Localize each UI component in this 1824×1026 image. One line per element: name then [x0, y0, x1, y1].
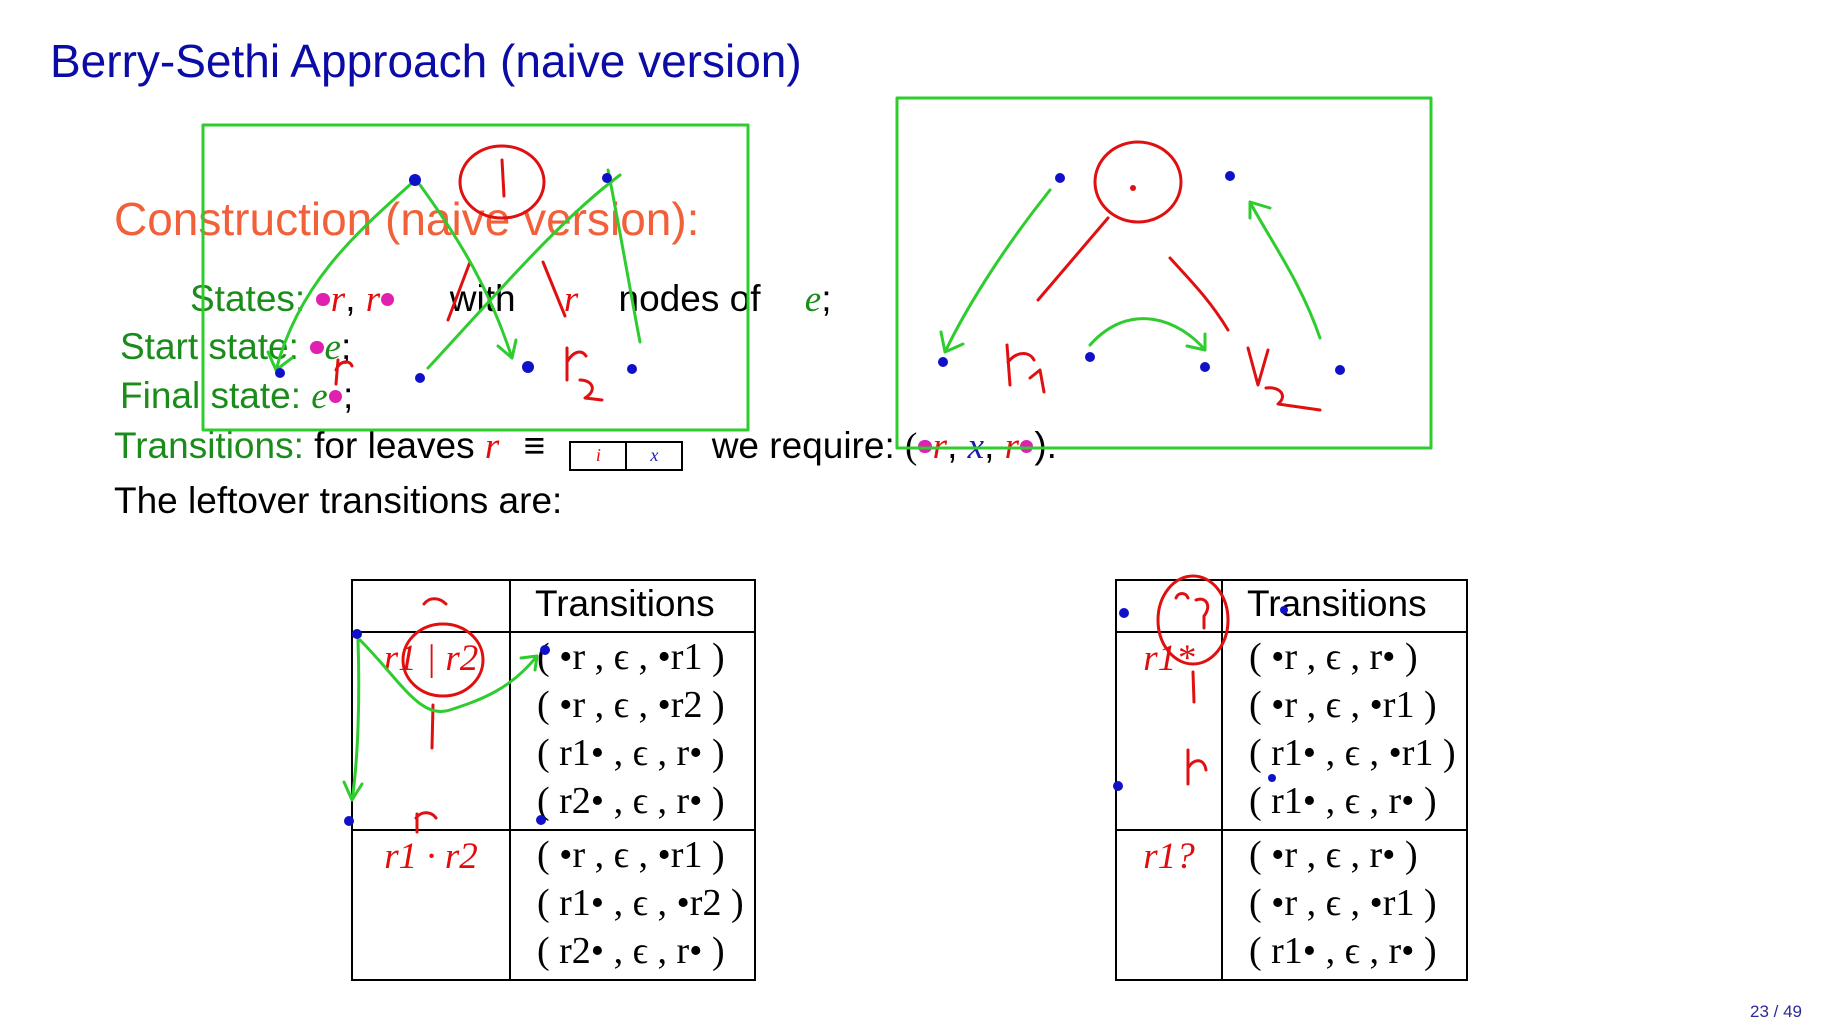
transition-row: ( r2• , ϵ , r• ): [537, 930, 725, 972]
tuple-x: x: [967, 426, 985, 467]
leaf-symbol: x: [625, 442, 681, 469]
dot-marker: [1020, 439, 1034, 453]
transition-row: ( •r , ϵ , •r1 ): [537, 636, 725, 678]
transitions-label: Transitions:: [114, 425, 304, 466]
table-left-corner: [351, 579, 511, 633]
tuple-r-end: r: [1004, 426, 1020, 467]
dot-marker: [328, 389, 343, 403]
table-left-cell-union: ( •r , ϵ , •r1 ) ( •r , ϵ , •r2 ) ( r1• …: [509, 631, 756, 831]
state-before-r: r: [330, 279, 346, 320]
table-right-cell-star: ( •r , ϵ , r• ) ( •r , ϵ , •r1 ) ( r1• ,…: [1221, 631, 1468, 831]
tuple-r-start: r: [932, 426, 948, 467]
table-right-expr-optional: r1?: [1115, 829, 1223, 981]
leftover-text: The leftover transitions are:: [114, 480, 563, 521]
start-state-e: e: [324, 327, 341, 368]
final-state-label: Final state:: [120, 375, 301, 416]
table-left-expr-concat: r1 · r2: [351, 829, 511, 981]
states-nodes-of: nodes of: [618, 278, 761, 319]
final-semicolon: ;: [343, 375, 354, 416]
final-state-e: e: [311, 376, 328, 417]
node-dot: [409, 174, 421, 186]
handwritten-r2: [565, 346, 604, 402]
handwritten-r2-right: [1246, 346, 1322, 412]
states-e: e: [804, 279, 822, 320]
table-right-expr-star: r1*: [1115, 631, 1223, 831]
dot-marker: [310, 340, 324, 354]
dot-marker: [381, 292, 395, 306]
node-dot: [602, 173, 612, 183]
node-dot: [522, 361, 534, 373]
states-with: with: [449, 278, 516, 319]
transition-row: ( •r , ϵ , r• ): [1249, 834, 1418, 876]
transition-row: ( •r , ϵ , r• ): [1249, 636, 1418, 678]
transition-row: ( r1• , ϵ , r• ): [1249, 780, 1437, 822]
transition-row: ( r1• , ϵ , •r1 ): [1249, 732, 1456, 774]
transition-row: ( r2• , ϵ , r• ): [537, 780, 725, 822]
transition-row: ( •r , ϵ , •r1 ): [1249, 882, 1437, 924]
state-after-r: r: [365, 279, 381, 320]
start-state-line: Start state: e;: [120, 326, 351, 369]
section-heading: Construction (naive version):: [114, 193, 700, 245]
transition-row: ( r1• , ϵ , r• ): [1249, 930, 1437, 972]
final-state-line: Final state: e;: [120, 375, 353, 418]
start-state-label: Start state:: [120, 326, 299, 367]
transition-row: ( •r , ϵ , •r1 ): [1249, 684, 1437, 726]
transitions-table-left: Transitions r1 | r2 ( •r , ϵ , •r1 ) ( •…: [351, 579, 756, 981]
states-semicolon: ;: [821, 278, 832, 319]
page-number: 23 / 49: [1750, 1002, 1802, 1021]
table-right-corner: [1115, 579, 1223, 633]
dot-marker: [918, 439, 932, 453]
states-label: States:: [190, 278, 306, 319]
states-r: r: [563, 279, 579, 320]
annotation-box-right: [895, 96, 1433, 450]
we-require-text: we require:: [711, 425, 895, 466]
states-line: States: r, r with r nodes of e;: [190, 278, 832, 320]
transition-row: ( r1• , ϵ , r• ): [537, 732, 725, 774]
table-left-header: Transitions: [509, 579, 756, 633]
transitions-table-right: Transitions r1* ( •r , ϵ , r• ) ( •r , ϵ…: [1115, 579, 1468, 981]
tuple-close: ).: [1034, 425, 1057, 466]
equiv-symbol: ≡: [523, 425, 546, 466]
leaf-index: i: [595, 445, 601, 465]
dot-marker: [316, 292, 330, 306]
transition-row: ( r1• , ϵ , •r2 ): [537, 882, 744, 924]
node-dot: [415, 373, 425, 383]
for-leaves-text: for leaves: [314, 425, 475, 466]
handwritten-r1: [1005, 343, 1046, 394]
table-left-expr-union: r1 | r2: [351, 631, 511, 831]
slide-title: Berry-Sethi Approach (naive version): [50, 35, 802, 87]
table-left-cell-concat: ( •r , ϵ , •r1 ) ( r1• , ϵ , •r2 ) ( r2•…: [509, 829, 756, 981]
transition-row: ( •r , ϵ , •r2 ): [537, 684, 725, 726]
table-right-cell-optional: ( •r , ϵ , r• ) ( •r , ϵ , •r1 ) ( r1• ,…: [1221, 829, 1468, 981]
transition-row: ( •r , ϵ , •r1 ): [537, 834, 725, 876]
node-dot: [627, 364, 637, 374]
table-right-header: Transitions: [1221, 579, 1468, 633]
start-semicolon: ;: [340, 326, 352, 367]
tree-root-circle-right: [1093, 140, 1183, 224]
leaf-r: r: [484, 426, 500, 467]
